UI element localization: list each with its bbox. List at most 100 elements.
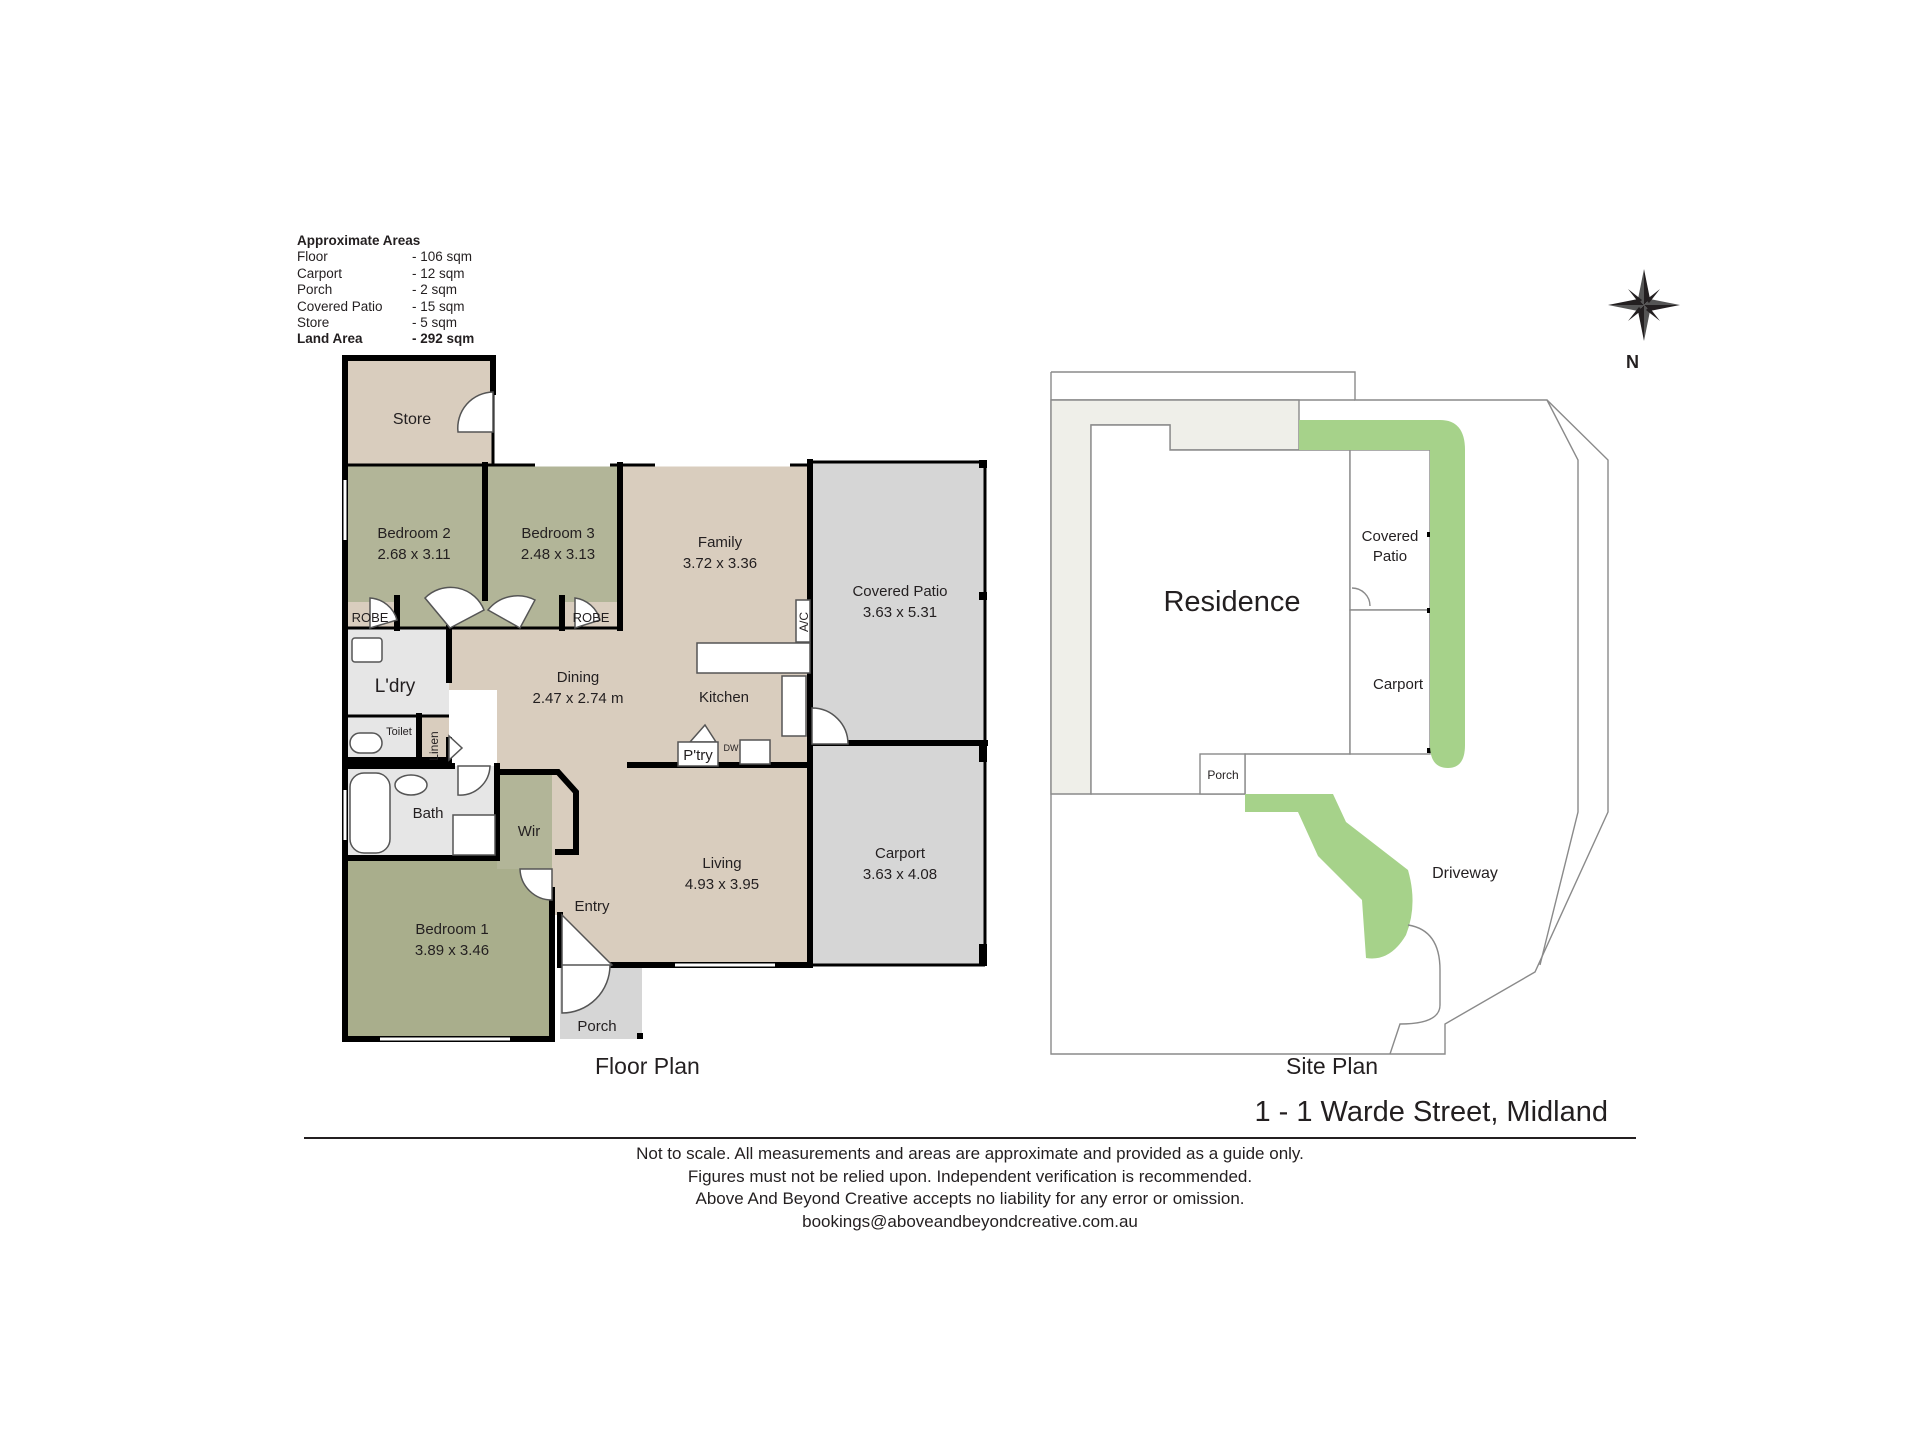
site-label-porch: Porch xyxy=(1207,768,1238,782)
divider-rule xyxy=(304,1137,1636,1139)
areas-row: Floor- 106 sqm xyxy=(297,249,473,265)
size-living: 4.93 x 3.95 xyxy=(685,876,759,893)
door-bedroom-3 xyxy=(486,595,537,630)
carport-post xyxy=(979,944,987,966)
patio-post xyxy=(979,592,987,600)
driveway-curve xyxy=(1389,924,1441,1055)
areas-row: Porch- 2 sqm xyxy=(297,282,458,298)
floor-plan-title: Floor Plan xyxy=(595,1053,700,1079)
size-carport: 3.63 x 4.08 xyxy=(863,866,937,883)
approximate-areas-table: Approximate Areas Floor- 106 sqm Carport… xyxy=(297,233,474,348)
lot-boundary xyxy=(1050,371,1609,1055)
size-covered-patio: 3.63 x 5.31 xyxy=(863,604,937,621)
size-dining: 2.47 x 2.74 m xyxy=(533,690,624,707)
label-kitchen: Kitchen xyxy=(699,689,749,706)
label-robe: ROBE xyxy=(352,610,389,625)
door-bath xyxy=(457,765,491,796)
label-robe: ROBE xyxy=(573,610,610,625)
door-porch xyxy=(561,964,611,1014)
site-porch xyxy=(1199,753,1246,795)
bathtub xyxy=(349,772,391,854)
door-bedroom-1 xyxy=(519,868,553,901)
room-wir xyxy=(497,772,552,869)
site-label-residence: Residence xyxy=(1163,586,1300,618)
room-linen xyxy=(419,716,449,758)
site-post xyxy=(1427,532,1432,537)
compass-north-label: N xyxy=(1626,352,1639,372)
site-label-covered: Covered xyxy=(1362,528,1419,545)
door-robe-2 xyxy=(369,597,398,630)
label-entry: Entry xyxy=(574,898,610,915)
label-bedroom-3: Bedroom 3 xyxy=(521,525,594,542)
areas-row: Carport- 12 sqm xyxy=(297,265,465,281)
patio-post xyxy=(979,460,987,468)
site-label-driveway: Driveway xyxy=(1432,865,1498,882)
contact-email[interactable]: bookings@aboveandbeyondcreative.com.au xyxy=(802,1211,1138,1231)
room-family-kitchen xyxy=(620,465,810,765)
label-toilet: Toilet xyxy=(386,726,412,738)
disclaimer-line: Figures must not be relied upon. Indepen… xyxy=(687,1166,1253,1186)
site-label-carport: Carport xyxy=(1373,676,1424,693)
door-linen xyxy=(448,734,464,762)
compass-rose-icon xyxy=(1608,269,1680,341)
disclaimer-line: Above And Beyond Creative accepts no lia… xyxy=(695,1189,1245,1208)
label-bedroom-2: Bedroom 2 xyxy=(377,525,450,542)
areas-row-land: Land Area- 292 sqm xyxy=(297,331,475,347)
pantry-box xyxy=(677,741,719,767)
label-dishwasher: DW xyxy=(724,743,739,753)
door-carport xyxy=(811,707,849,745)
porch-post xyxy=(637,1033,643,1039)
size-bedroom-3: 2.48 x 3.13 xyxy=(521,546,595,563)
door-store xyxy=(457,391,494,433)
door-robe-3 xyxy=(574,597,601,630)
garden-bed-front xyxy=(1245,794,1413,959)
site-door-arc xyxy=(1351,587,1371,607)
garden-bed-east xyxy=(1299,420,1465,768)
label-laundry: L'dry xyxy=(375,676,416,697)
kitchen-bench xyxy=(696,642,811,674)
site-covered-patio xyxy=(1349,449,1431,611)
label-living: Living xyxy=(702,855,741,872)
label-store: Store xyxy=(393,411,431,428)
exterior-wall-store xyxy=(342,355,496,468)
label-porch: Porch xyxy=(577,1018,616,1035)
areas-row: Covered Patio- 15 sqm xyxy=(297,298,465,314)
label-carport: Carport xyxy=(875,845,926,862)
property-address: 1 - 1 Warde Street, Midland xyxy=(1254,1096,1608,1128)
site-post xyxy=(1427,608,1432,613)
areas-row: Store- 5 sqm xyxy=(297,315,458,331)
site-label-patio: Patio xyxy=(1373,548,1407,565)
label-covered-patio: Covered Patio xyxy=(852,583,947,600)
room-carport xyxy=(810,744,985,965)
site-plan: Residence Covered Patio Carport Porch Dr… xyxy=(1050,371,1609,1055)
areas-heading: Approximate Areas xyxy=(297,233,421,248)
label-bath: Bath xyxy=(413,805,444,822)
site-plan-title: Site Plan xyxy=(1286,1053,1379,1079)
site-carport xyxy=(1349,609,1431,755)
wall-wir xyxy=(494,769,579,855)
size-bedroom-1: 3.89 x 3.46 xyxy=(415,942,489,959)
shower xyxy=(452,814,496,856)
room-covered-patio xyxy=(810,462,985,744)
site-post xyxy=(1427,748,1432,753)
label-dining: Dining xyxy=(557,669,600,686)
label-pantry: P'try xyxy=(683,747,713,764)
kitchen-sink xyxy=(781,675,807,737)
floor-plan: Store Bedroom 2 2.68 x 3.11 Bedroom 3 2.… xyxy=(342,355,988,1042)
vanity-basin xyxy=(394,774,428,796)
cooktop xyxy=(739,739,771,765)
label-bedroom-1: Bedroom 1 xyxy=(415,921,488,938)
label-ac: A/C xyxy=(797,612,811,632)
door-bedroom-2 xyxy=(423,586,485,629)
toilet-fixture xyxy=(349,732,383,754)
label-wir: Wir xyxy=(518,823,541,840)
laundry-tub xyxy=(351,637,383,663)
size-family: 3.72 x 3.36 xyxy=(683,555,757,572)
room-living xyxy=(630,765,810,965)
verge-line xyxy=(1539,399,1579,966)
ac-unit xyxy=(795,599,811,643)
carport-post xyxy=(979,740,987,762)
label-linen: Linen xyxy=(427,731,441,760)
label-family: Family xyxy=(698,534,743,551)
